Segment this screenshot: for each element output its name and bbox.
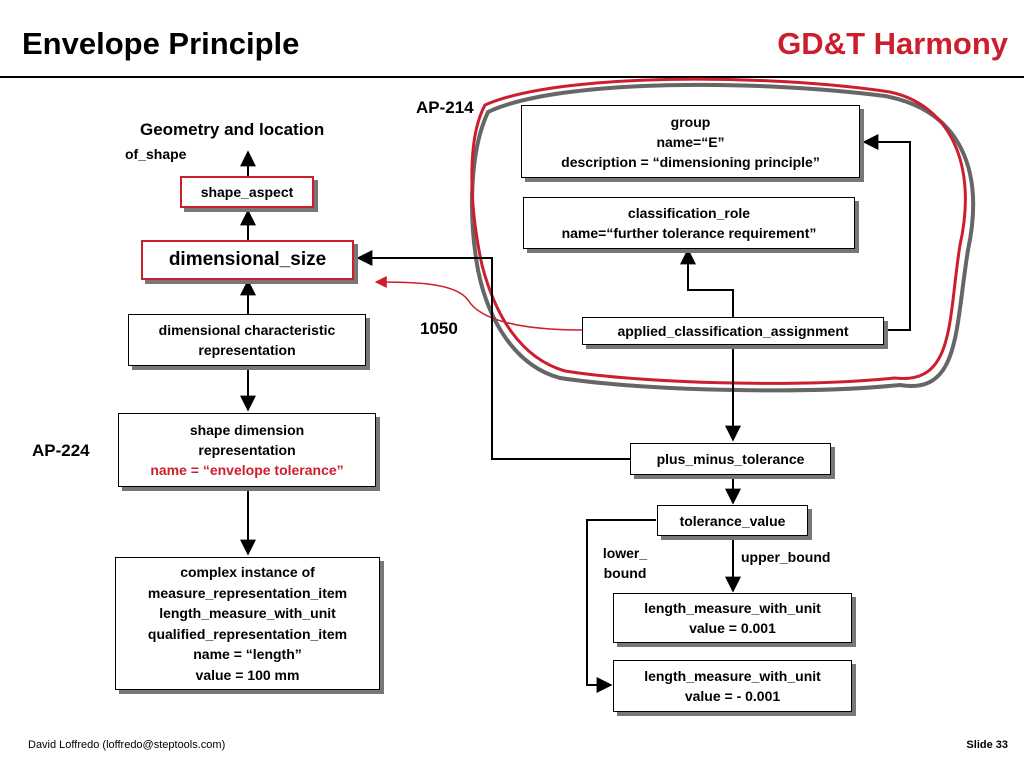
ap214-loop-red bbox=[470, 77, 967, 385]
shape-dimension-representation-box: shape dimension representation name = “e… bbox=[118, 413, 376, 487]
ap224-label: AP-224 bbox=[32, 441, 90, 460]
classification-role-box: classification_role name=“further tolera… bbox=[523, 197, 855, 249]
upper-bound-label: upper_bound bbox=[741, 549, 831, 565]
group-box: group name=“E” description = “dimensioni… bbox=[521, 105, 860, 178]
slide-number: Slide 33 bbox=[966, 739, 1008, 751]
footer-author: David Loffredo (loffredo@steptools.com) bbox=[28, 739, 226, 751]
shape-aspect-box: shape_aspect bbox=[180, 176, 314, 208]
ap214-label: AP-214 bbox=[416, 98, 474, 117]
label-1050: 1050 bbox=[420, 319, 458, 338]
lower-bound-label: lower_ bound bbox=[602, 545, 648, 581]
dimensional-characteristic-representation-box: dimensional characteristic representatio… bbox=[128, 314, 366, 366]
ap214-loop-gray bbox=[470, 82, 976, 393]
title-divider bbox=[0, 76, 1024, 78]
brand-title: GD&T Harmony bbox=[777, 26, 1008, 61]
complex-instance-box: complex instance of measure_representati… bbox=[115, 557, 380, 690]
page-title: Envelope Principle bbox=[22, 26, 300, 61]
dimensional-size-box: dimensional_size bbox=[141, 240, 354, 280]
envelope-tolerance-name: name = “envelope tolerance” bbox=[150, 462, 344, 478]
of-shape-label: of_shape bbox=[125, 146, 187, 162]
tolerance-value-box: tolerance_value bbox=[657, 505, 808, 536]
geometry-location-label: Geometry and location bbox=[140, 120, 325, 139]
link-tolval-lower bbox=[586, 519, 656, 693]
applied-classification-assignment-box: applied_classification_assignment bbox=[582, 317, 884, 345]
link-aca-dimsize-red bbox=[374, 276, 583, 331]
plus-minus-tolerance-box: plus_minus_tolerance bbox=[630, 443, 831, 475]
upper-length-measure-box: length_measure_with_unit value = 0.001 bbox=[613, 593, 852, 643]
link-pmt-dimsize bbox=[356, 250, 630, 460]
lower-length-measure-box: length_measure_with_unit value = - 0.001 bbox=[613, 660, 852, 712]
link-aca-group bbox=[862, 134, 911, 331]
link-aca-role bbox=[680, 248, 734, 317]
